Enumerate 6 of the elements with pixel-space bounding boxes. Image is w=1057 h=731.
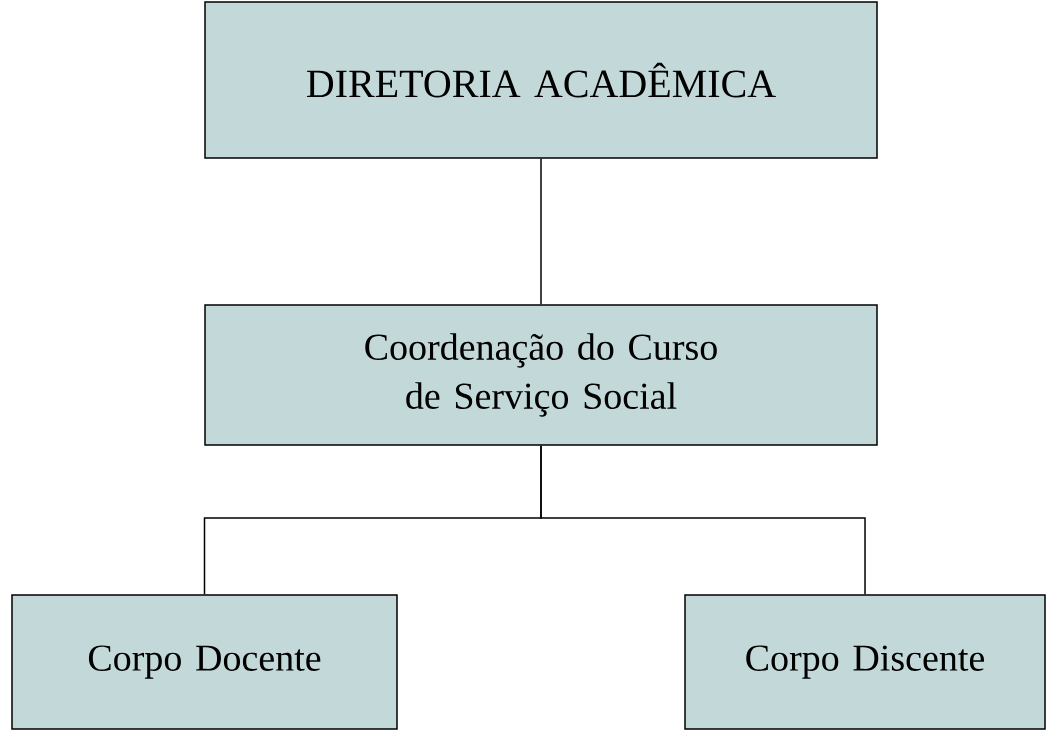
org-box: Corpo Discente: [684, 594, 1046, 730]
org-box: DIRETORIA ACADÊMICA: [204, 1, 878, 159]
org-box: Corpo Docente: [11, 594, 398, 730]
connector-line: [540, 158, 542, 305]
connector-line: [540, 445, 866, 595]
org-box: Coordenação do Curso de Serviço Social: [204, 304, 878, 446]
